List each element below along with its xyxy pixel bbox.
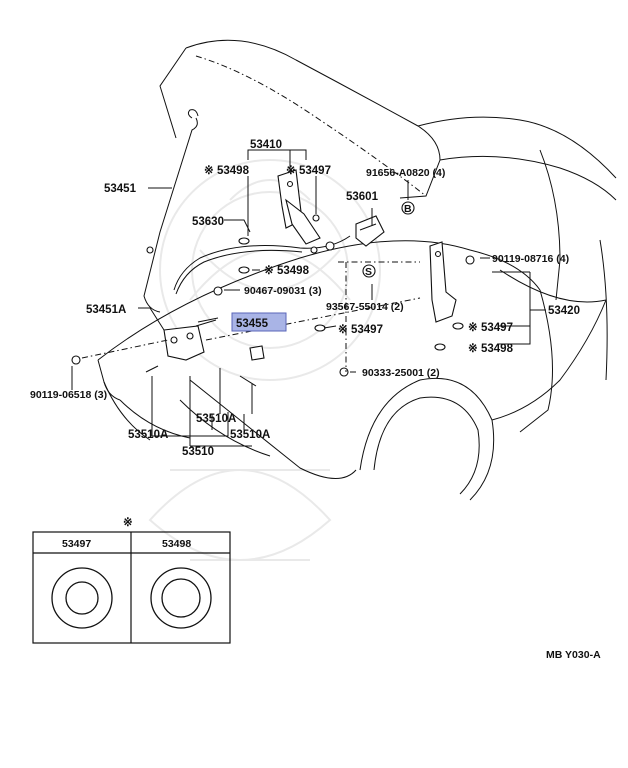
label-53498-top[interactable]: 53498 (217, 165, 250, 177)
label-53451[interactable]: 53451 (104, 183, 137, 195)
highlighted-part-box (231, 312, 287, 332)
hood-hinge-left (238, 169, 321, 274)
legend-header-53498: 53498 (162, 538, 191, 550)
label-53410[interactable]: 53410 (250, 139, 282, 151)
asterisk-mark: ※ (468, 342, 478, 355)
washer-53498-outer-icon (150, 567, 212, 629)
label-53510a-left[interactable]: 53510A (128, 429, 168, 441)
washer-legend: ※ 53497 53498 (32, 516, 231, 644)
asterisk-mark: ※ (286, 164, 296, 177)
label-53510a-upper[interactable]: 53510A (196, 413, 236, 425)
callout-s-letter: S (365, 266, 372, 278)
hood-outline (159, 39, 441, 199)
release-cable (173, 235, 351, 295)
label-53497-right[interactable]: 53497 (481, 322, 513, 334)
label-53498-right[interactable]: 53498 (481, 343, 514, 355)
label-53510[interactable]: 53510 (182, 446, 214, 458)
callout-s-icon (362, 264, 376, 278)
hood-latch-assembly (71, 286, 349, 387)
label-90119-06518[interactable]: 90119-06518 (3) (30, 389, 107, 401)
diagram-code: MB Y030-A (546, 649, 601, 661)
callout-b-letter: B (404, 203, 412, 215)
asterisk-mark: ※ (468, 321, 478, 334)
label-53601[interactable]: 53601 (346, 191, 379, 203)
label-91656-a0820[interactable]: 91656-A0820 (4) (366, 167, 445, 179)
label-53451a[interactable]: 53451A (86, 304, 126, 316)
label-53510a-right[interactable]: 53510A (230, 429, 270, 441)
car-body-outline (97, 116, 617, 501)
label-53498-mid[interactable]: 53498 (277, 265, 310, 277)
label-53497-top[interactable]: 53497 (299, 165, 331, 177)
legend-asterisk: ※ (123, 516, 133, 529)
label-90119-08716[interactable]: 90119-08716 (4) (492, 253, 569, 265)
washer-53497-outer-icon (51, 567, 113, 629)
label-53455-highlighted[interactable]: 53455 (236, 318, 269, 330)
label-90467-09031[interactable]: 90467-09031 (3) (244, 285, 322, 297)
label-53630[interactable]: 53630 (192, 216, 224, 228)
label-93567-55014[interactable]: 93567-55014 (2) (326, 301, 404, 313)
hood-support-rod (143, 109, 199, 313)
label-53497-mid[interactable]: 53497 (351, 324, 383, 336)
asterisk-mark: ※ (204, 164, 214, 177)
callout-b-icon (401, 201, 415, 215)
hood-hinge-right (429, 241, 475, 351)
washer-53498-inner-icon (161, 578, 201, 618)
washer-53497-inner-icon (65, 581, 99, 615)
part-labels: 53410 ※ 53498 ※ 53497 91656-A0820 (4) B … (30, 139, 580, 458)
asterisk-mark: ※ (264, 264, 274, 277)
legend-header-53497: 53497 (62, 538, 91, 550)
asterisk-mark: ※ (338, 323, 348, 336)
watermark-emblem (148, 159, 381, 561)
label-53420[interactable]: 53420 (548, 305, 580, 317)
label-90333-25001[interactable]: 90333-25001 (2) (362, 367, 440, 379)
leader-lines (71, 149, 546, 447)
hood-lock-part (355, 215, 385, 247)
